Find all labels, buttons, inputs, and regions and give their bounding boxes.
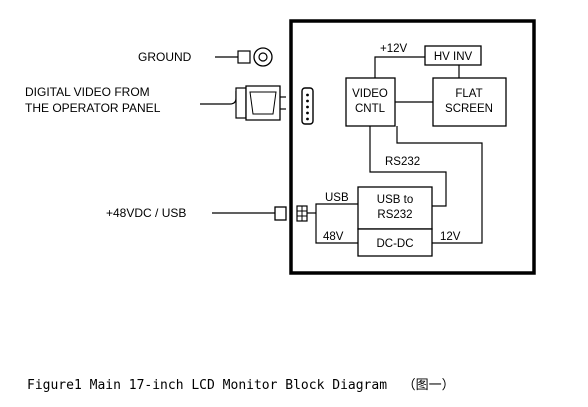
12v-signal-label: 12V xyxy=(440,231,461,243)
dc-dc-block xyxy=(357,228,433,257)
rs232-signal-label: RS232 xyxy=(385,156,420,168)
video-cable-plug-icon xyxy=(200,85,286,121)
hv-inverter-block xyxy=(424,45,482,66)
video-controller-label-line2: CNTL xyxy=(355,103,386,115)
power-usb-label: +48VDC / USB xyxy=(106,206,186,220)
video-input-label-line2: THE OPERATOR PANEL xyxy=(25,101,161,115)
plus-12v-label: +12V xyxy=(380,43,408,55)
figure-caption: Figure1 Main 17-inch LCD Monitor Block D… xyxy=(27,378,455,393)
video-controller-label-line1: VIDEO xyxy=(352,88,388,100)
power-usb-plug-icon xyxy=(212,206,287,221)
flat-screen-block xyxy=(432,77,507,127)
usb-to-rs232-label-line2: RS232 xyxy=(377,209,412,221)
flat-screen-label-line1: FLAT xyxy=(455,88,482,100)
usb-to-rs232-label-line1: USB to xyxy=(377,194,413,206)
ground-label: GROUND xyxy=(138,50,192,64)
hv-inverter-label: HV INV xyxy=(434,51,473,63)
video-input-connector-icon xyxy=(301,87,314,125)
ground-connector-icon xyxy=(215,47,273,67)
monitor-enclosure xyxy=(289,19,536,275)
internal-wiring xyxy=(315,56,483,244)
video-input-label-line1: DIGITAL VIDEO FROM xyxy=(25,85,150,99)
usb-signal-label: USB xyxy=(325,192,349,204)
flat-screen-label-line2: SCREEN xyxy=(445,103,493,115)
48v-signal-label: 48V xyxy=(323,231,344,243)
usb-to-rs232-block xyxy=(357,186,433,230)
power-usb-connector-icon xyxy=(296,205,316,222)
dc-dc-label: DC-DC xyxy=(376,238,413,250)
video-controller-block xyxy=(345,77,396,127)
